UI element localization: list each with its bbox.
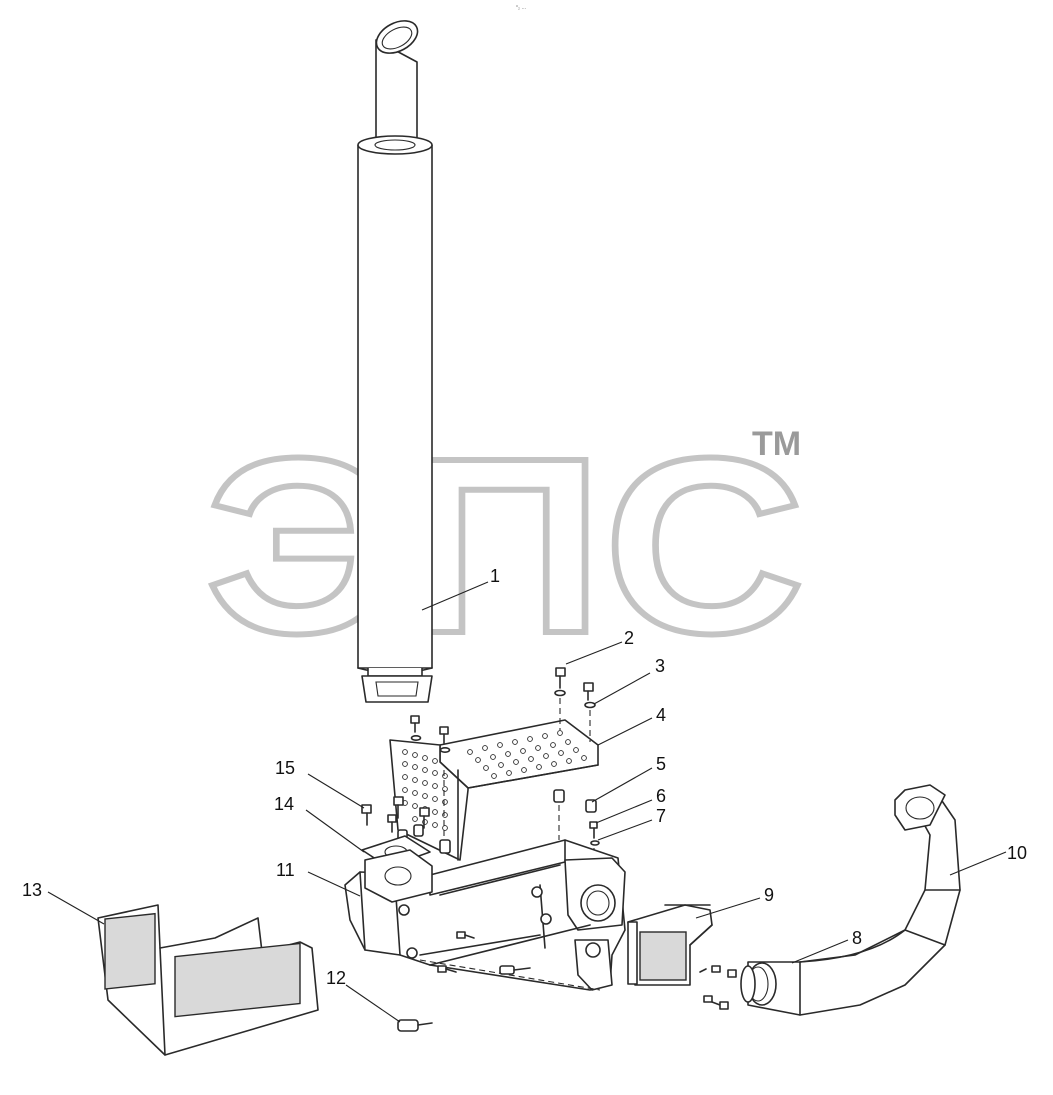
sheet-mark: °₂ … — [516, 5, 526, 11]
part-1-exhaust-stack — [357, 20, 433, 703]
part-11-muffler-box — [344, 839, 626, 991]
part-4-step-bracket — [389, 719, 599, 861]
callouts: 1 2 3 4 5 6 7 8 9 10 11 12 13 14 15 — [22, 566, 1027, 1023]
part-9-perforations — [639, 931, 687, 981]
callout-2: 2 — [624, 628, 634, 648]
part-4-perforations — [402, 730, 587, 831]
callout-13: 13 — [22, 880, 42, 900]
callout-6: 6 — [656, 786, 666, 806]
part-8-10-exhaust-pipe — [740, 784, 961, 1016]
part-9-heat-shield — [627, 904, 713, 986]
watermark-text: ЭПС — [205, 406, 805, 685]
callout-11: 11 — [276, 860, 295, 880]
part-5-6-7-spacers — [443, 770, 600, 870]
box-fasteners — [437, 931, 737, 1010]
callout-3: 3 — [655, 656, 665, 676]
watermark-tm: TM — [752, 425, 801, 463]
callout-14: 14 — [274, 794, 294, 814]
part-12-bolt — [397, 1019, 433, 1032]
callout-5: 5 — [656, 754, 666, 774]
watermark-logo: ЭПС TM — [202, 403, 808, 688]
callout-12: 12 — [326, 968, 346, 988]
callout-8: 8 — [852, 928, 862, 948]
callout-7: 7 — [656, 806, 666, 826]
part-2-3-bolts — [410, 667, 596, 753]
callout-10: 10 — [1007, 843, 1027, 863]
callout-4: 4 — [656, 705, 666, 725]
callout-1: 1 — [490, 566, 500, 586]
part-13-guard — [97, 904, 319, 1056]
callout-15: 15 — [275, 758, 295, 778]
callout-9: 9 — [764, 885, 774, 905]
